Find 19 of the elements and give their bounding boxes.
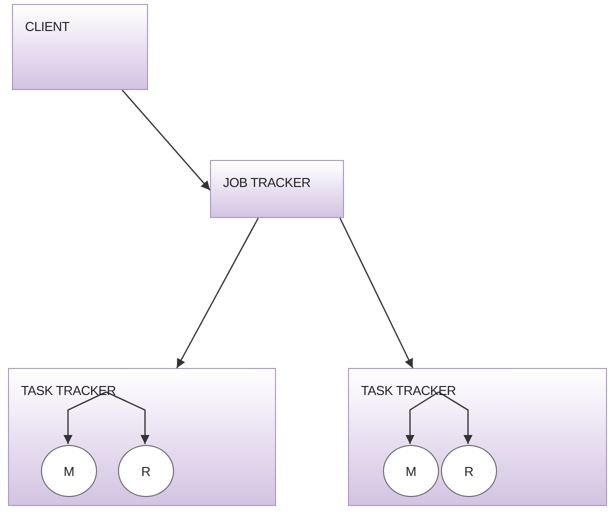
circle-node: M xyxy=(41,445,97,497)
process-box xyxy=(348,368,607,506)
process-box xyxy=(210,160,344,218)
circle-node: R xyxy=(118,445,174,497)
arrow xyxy=(438,391,473,444)
arrow xyxy=(176,218,259,368)
box-label: TASK TRACKER xyxy=(361,383,456,398)
box-label: TASK TRACKER xyxy=(21,383,116,398)
process-box xyxy=(8,368,276,506)
arrow xyxy=(106,391,150,444)
process-box xyxy=(12,4,148,90)
arrow xyxy=(63,391,106,444)
arrow xyxy=(339,218,414,368)
arrow xyxy=(122,90,210,191)
circle-node: M xyxy=(383,445,439,497)
arrow xyxy=(405,391,439,444)
box-label: JOB TRACKER xyxy=(223,175,310,190)
circle-node: R xyxy=(441,445,497,497)
box-label: CLIENT xyxy=(25,19,70,34)
